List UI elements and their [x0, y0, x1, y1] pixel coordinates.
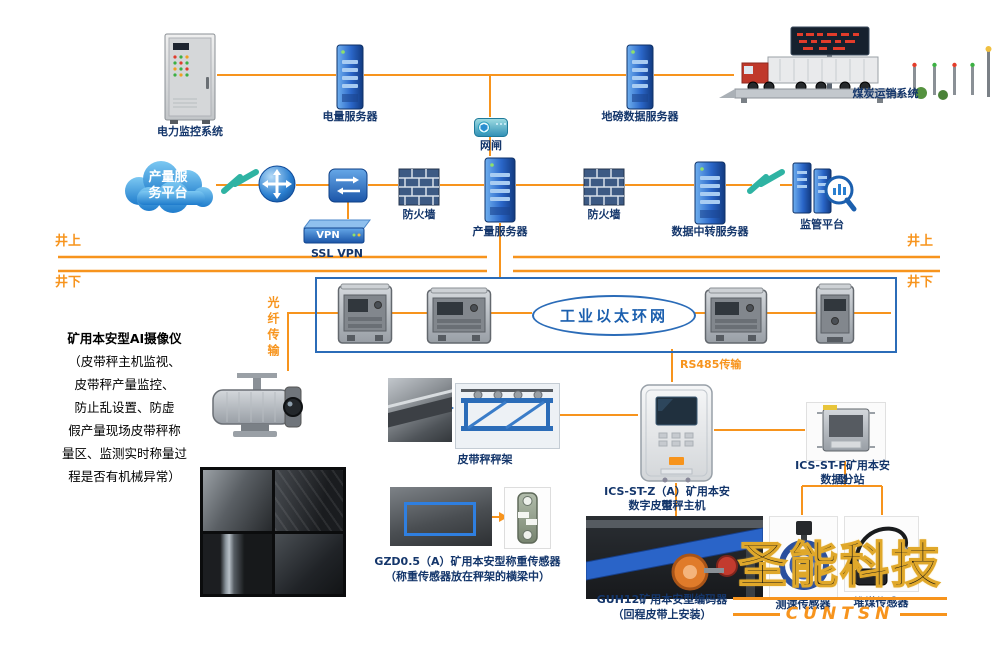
zone-below-right-label: 井下: [906, 275, 933, 290]
switch-icon: [328, 168, 368, 203]
gateway-label: 网闸: [480, 139, 502, 152]
belt-photo-1: [388, 378, 452, 442]
relay-server-icon: [694, 161, 726, 225]
zone-below-left-label: 井下: [54, 275, 81, 290]
watermark-line-left: [733, 612, 780, 616]
firewall2-label: 防火墙: [587, 208, 621, 221]
firewall2-icon: [583, 168, 625, 206]
production-server-label: 产量服务器: [472, 225, 528, 238]
power-server-icon: [336, 44, 364, 110]
watermark-underline: [733, 597, 947, 601]
data-substation-icon: [806, 402, 886, 461]
loadcell-label-1: GZD0.5（A）矿用本安型称重传感器: [374, 555, 561, 568]
belt-scale-host-icon: [639, 383, 714, 483]
watermark-line-right: [900, 612, 948, 616]
host-label-2: 数字皮带秤主机: [628, 499, 706, 512]
coal-sales-label: 煤炭运销系统: [852, 87, 919, 100]
supervision-platform-icon: [791, 157, 857, 217]
ring-network-label: 工业以太环网: [559, 307, 668, 325]
speed-sensor-label: 测速传感器: [775, 598, 831, 611]
power-cabinet-icon: [164, 33, 216, 125]
fiber-transmission-label: 光纤传输: [266, 296, 280, 360]
relay-server-label: 数据中转服务器: [671, 225, 749, 238]
belt-frame-diagram: [455, 383, 560, 449]
ai-camera-icon: [203, 371, 309, 447]
weighbridge-server-icon: [626, 44, 654, 110]
mine-substation-icon-2: [426, 287, 492, 345]
mine-substation-icon-3: [704, 287, 768, 345]
speed-sensor-photo: [769, 516, 838, 598]
lightning-icon-left: [221, 169, 259, 194]
zone-above-right-label: 井上: [906, 234, 933, 249]
loadcell-label-2: （称重传感器放在秤架的横梁中）: [385, 570, 550, 583]
power-monitor-label: 电力监控系统: [157, 125, 223, 138]
substation-label-1: ICS-ST-F矿用本安型: [795, 459, 890, 486]
gateway-icon: [474, 118, 508, 137]
cctv-grid: [200, 467, 346, 597]
mine-substation-icon-4: [815, 283, 855, 345]
ring-network-ellipse: 工业以太环网: [532, 295, 696, 336]
coal-pile-sensor-photo: [844, 516, 919, 592]
cctv-cell-3: [203, 533, 272, 594]
load-cell-icon: [504, 487, 551, 549]
ring-network-box: [315, 277, 897, 353]
belt-frame-label: 皮带秤秤架: [457, 453, 513, 466]
ai-camera-title: 矿用本安型AI摄像仪: [67, 331, 182, 346]
lightning-icon-right: [747, 169, 785, 194]
firewall1-label: 防火墙: [402, 208, 436, 221]
cctv-cell-4: [274, 533, 343, 594]
cctv-cell-1: [203, 470, 272, 531]
arrow-to-loadcell: [499, 512, 508, 522]
substation-label-2: 数据分站: [820, 473, 865, 486]
cloud-platform-label: 产量服务平台: [148, 170, 188, 201]
vpn-device-icon: [302, 218, 372, 246]
encoder-label-1: GUH12矿用本安型编码器: [596, 593, 728, 606]
truck-scale-icon: [713, 25, 995, 109]
encoder-photo: [586, 516, 763, 599]
rs485-label: RS485传输: [680, 358, 742, 371]
scale-frame-highlight: [404, 502, 476, 536]
production-server-icon: [484, 157, 516, 223]
firewall1-icon: [398, 168, 440, 206]
mine-substation-icon-1: [337, 283, 393, 345]
zone-divider-lines: [58, 255, 940, 273]
belt-photo-2: [390, 487, 492, 546]
watermark-en-text: CUNTSN: [785, 604, 895, 625]
ai-camera-description: 矿用本安型AI摄像仪 （皮带秤主机监视、 皮带秤产量监控、 防止乱设置、防虚 假…: [52, 327, 197, 488]
zone-above-left-label: 井上: [54, 234, 81, 249]
supervision-label: 监管平台: [800, 218, 844, 231]
host-label-1: ICS-ST-Z（A）矿用本安型: [604, 485, 730, 512]
cloud-icon: [115, 155, 219, 213]
router-icon: [257, 164, 297, 204]
cctv-cell-2: [274, 470, 343, 531]
vpn-device-text: VPN: [316, 230, 340, 241]
watermark-cn-text: 圣能科技: [737, 536, 942, 594]
weighbridge-server-label: 地磅数据服务器: [601, 110, 679, 123]
ssl-vpn-label: SSL VPN: [311, 247, 363, 260]
watermark-logo: 圣能科技 CUNTSN: [733, 536, 948, 625]
power-server-label: 电量服务器: [322, 110, 378, 123]
encoder-label-2: （回程皮带上安装）: [612, 608, 712, 621]
